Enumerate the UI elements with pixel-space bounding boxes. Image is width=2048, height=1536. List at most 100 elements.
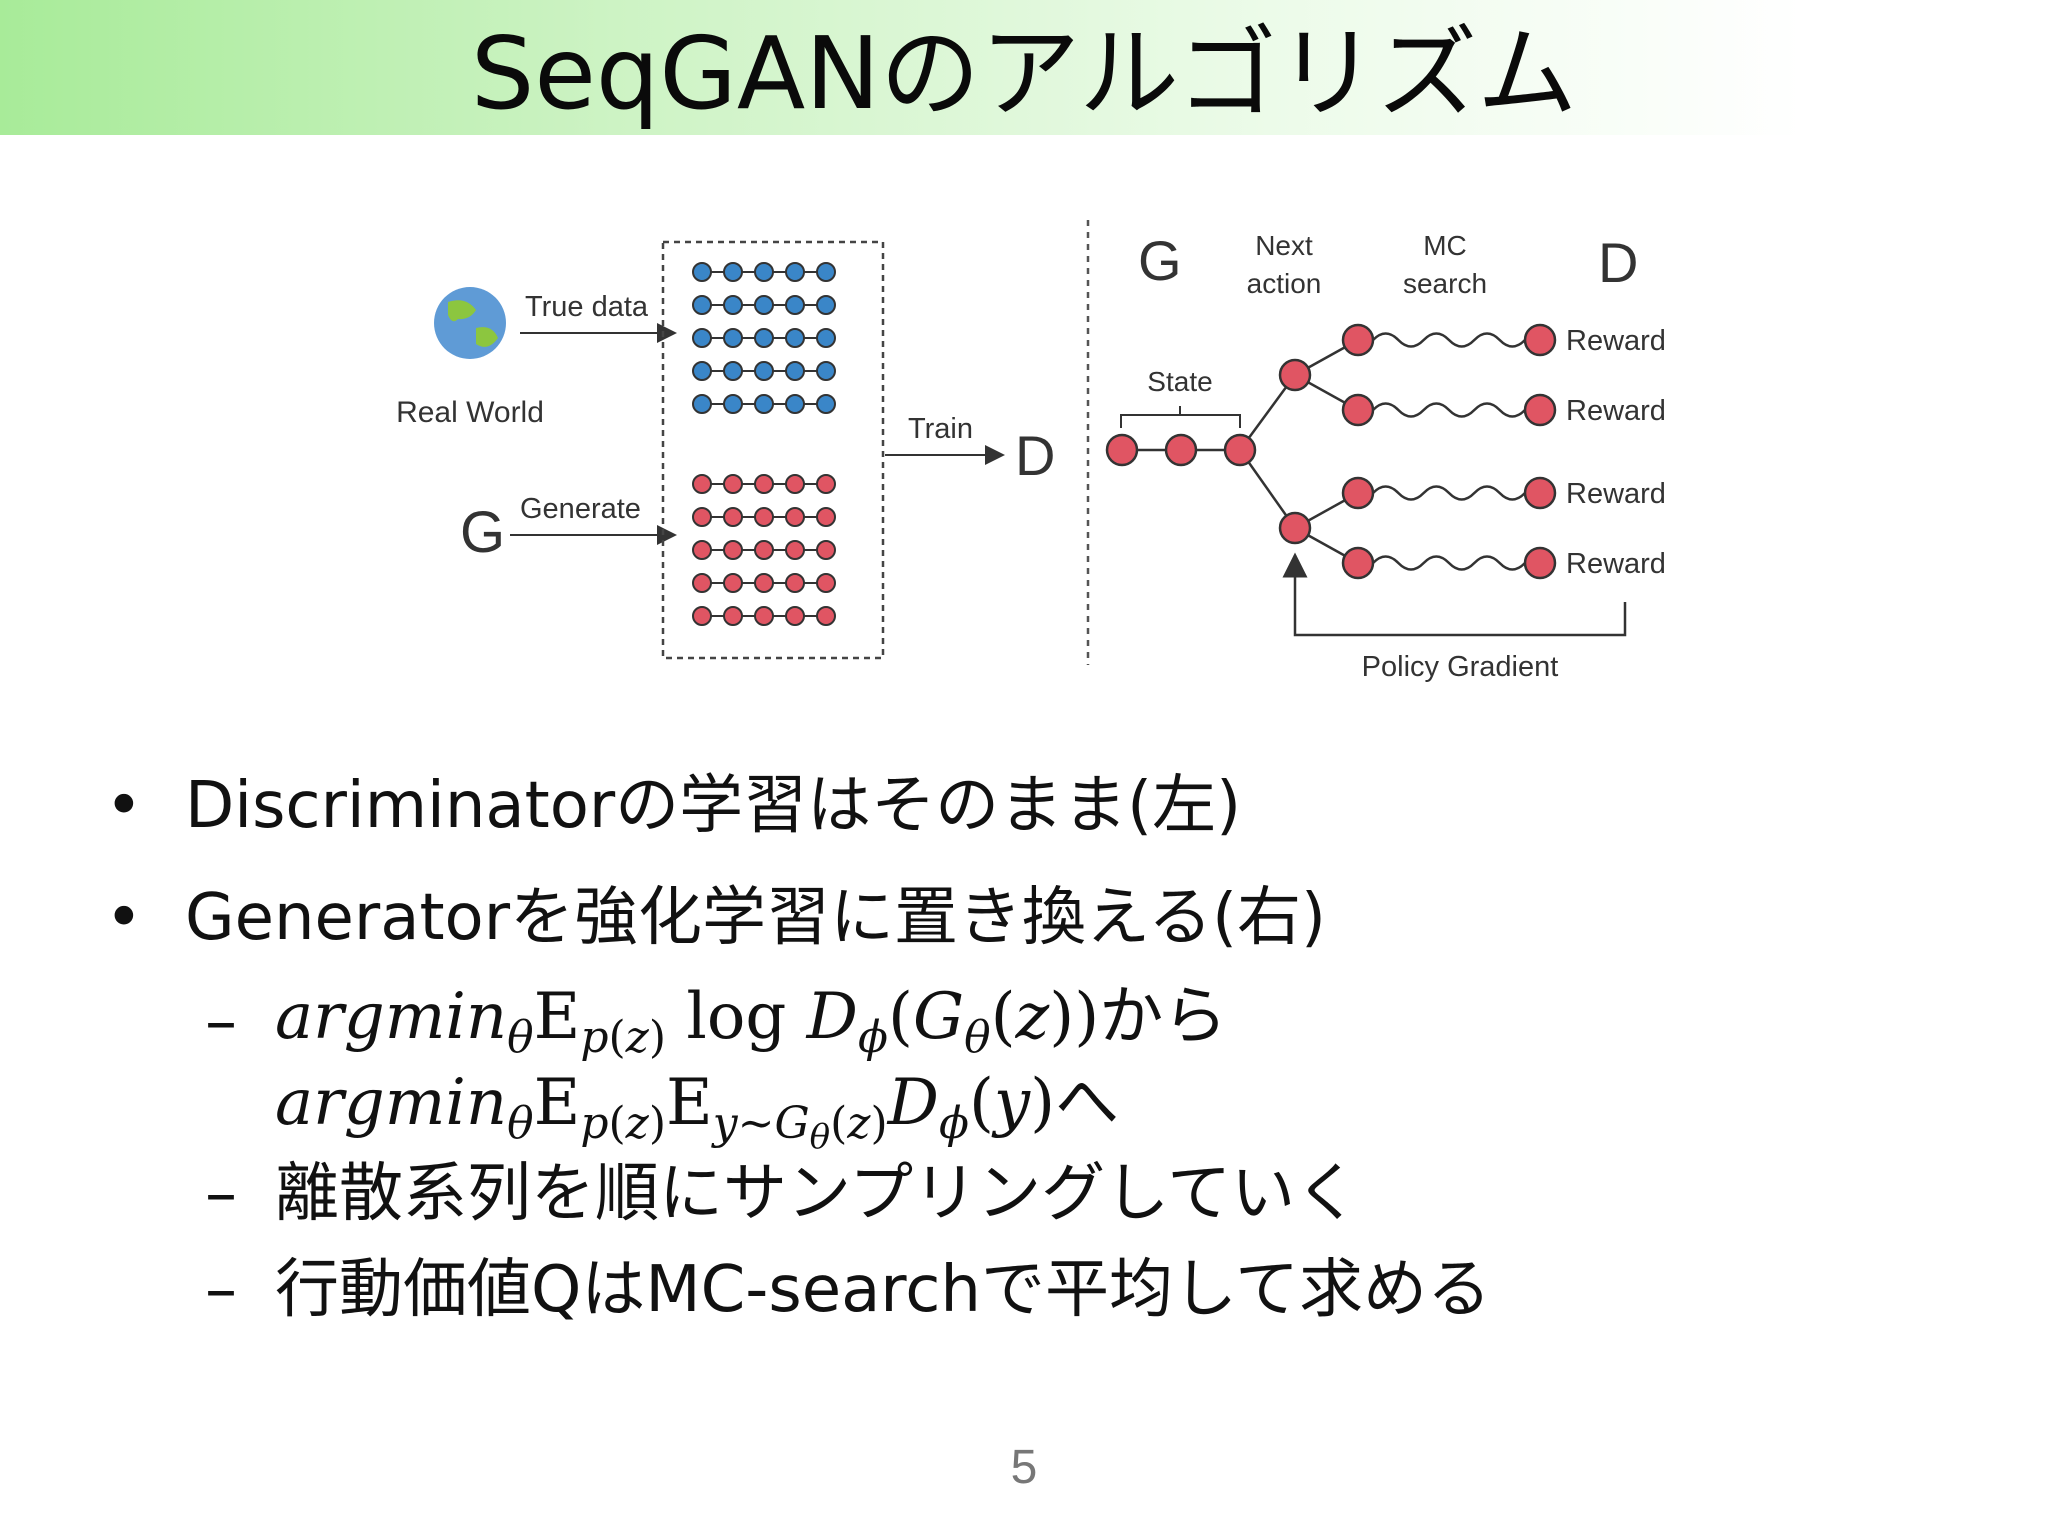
sequence-token-dot bbox=[723, 507, 743, 527]
sequence-token-dot bbox=[816, 328, 836, 348]
mc-search-rollouts bbox=[1372, 332, 1526, 571]
page-number: 5 bbox=[1010, 1441, 1038, 1494]
rollout-wave bbox=[1372, 485, 1526, 501]
sequence-token-dot bbox=[816, 540, 836, 560]
sequence-token-dot bbox=[754, 361, 774, 381]
discriminator-label-left: D bbox=[1015, 424, 1055, 487]
data-box bbox=[661, 240, 885, 660]
sequence-token-dot bbox=[692, 474, 712, 494]
sequence-token-dot bbox=[723, 262, 743, 282]
sequence-token-dot bbox=[754, 262, 774, 282]
sub-bullet-2-text: 離散系列を順にサンプリングしていく bbox=[275, 1157, 1360, 1231]
sequence-token-dot bbox=[816, 573, 836, 593]
seqgan-diagram: Real World True data G Generate Train D … bbox=[396, 220, 1666, 683]
reward-label-1: Reward bbox=[1566, 325, 1666, 357]
sequence-token-dot bbox=[816, 361, 836, 381]
sequence-token-dot bbox=[754, 295, 774, 315]
bullet-dot: • bbox=[105, 881, 143, 955]
title-band bbox=[0, 0, 2048, 135]
sequence-token-dot bbox=[816, 474, 836, 494]
sequence-token-dot bbox=[723, 474, 743, 494]
sequence-token-dot bbox=[785, 474, 805, 494]
train-label: Train bbox=[908, 413, 973, 445]
reward-label-4: Reward bbox=[1566, 548, 1666, 580]
rollout-wave bbox=[1372, 555, 1526, 571]
sequence-token-dot bbox=[692, 573, 712, 593]
sequence-token-dot bbox=[785, 328, 805, 348]
generator-label-left: G bbox=[460, 500, 505, 565]
sequence-token-dot bbox=[754, 573, 774, 593]
bullet-1: • Discriminatorの学習はそのまま(左) bbox=[105, 750, 1965, 862]
formula-from-text: から bbox=[1099, 980, 1228, 1054]
discriminator-label-right: D bbox=[1598, 231, 1638, 294]
sequence-token-dot bbox=[785, 394, 805, 414]
sub-bullet-dash: – bbox=[205, 1157, 237, 1231]
bullet-1-text: Discriminatorの学習はそのまま(左) bbox=[185, 769, 1242, 843]
bullet-dot: • bbox=[105, 769, 143, 843]
generated-data-grid bbox=[692, 474, 836, 626]
true-data-label: True data bbox=[525, 291, 649, 323]
state-bracket bbox=[1120, 406, 1241, 428]
sequence-token-dot bbox=[692, 361, 712, 381]
sequence-token-dot bbox=[816, 507, 836, 527]
objective-formula: argminθEp(z) log Dϕ(Gθ(z))から argminθEp(z… bbox=[275, 980, 1228, 1157]
sequence-token-dot bbox=[785, 507, 805, 527]
sequence-token-dot bbox=[692, 262, 712, 282]
sub-bullet-3: – 行動価値QはMC-searchで平均して求める bbox=[105, 1242, 1965, 1338]
sequence-token-dot bbox=[785, 606, 805, 626]
state-label: State bbox=[1147, 366, 1212, 397]
sequence-token-dot bbox=[754, 328, 774, 348]
policy-gradient-label: Policy Gradient bbox=[1362, 651, 1559, 683]
generator-label-right: G bbox=[1138, 229, 1182, 292]
real-world-label: Real World bbox=[396, 396, 544, 429]
sequence-token-dot bbox=[785, 361, 805, 381]
formula-to-text: へ bbox=[1055, 1066, 1120, 1140]
sub-bullet-3-text: 行動価値QはMC-searchで平均して求める bbox=[275, 1253, 1492, 1327]
sub-bullet-1: – argminθEp(z) log Dϕ(Gθ(z))から argminθEp… bbox=[105, 974, 1965, 1157]
true-data-grid bbox=[692, 262, 836, 414]
tree-nodes bbox=[1105, 323, 1557, 580]
sequence-token-dot bbox=[692, 507, 712, 527]
sequence-token-dot bbox=[692, 394, 712, 414]
mc-search-label-1: MC bbox=[1423, 230, 1467, 261]
rollout-wave bbox=[1372, 402, 1526, 418]
bullet-2: • Generatorを強化学習に置き換える(右) bbox=[105, 862, 1965, 974]
policy-gradient-arrow bbox=[1282, 552, 1627, 637]
sequence-token-dot bbox=[723, 394, 743, 414]
sequence-token-dot bbox=[692, 606, 712, 626]
globe-icon bbox=[434, 287, 506, 359]
sequence-token-dot bbox=[692, 295, 712, 315]
sequence-token-dot bbox=[723, 540, 743, 560]
sequence-token-dot bbox=[754, 474, 774, 494]
sequence-token-dot bbox=[785, 573, 805, 593]
sequence-token-dot bbox=[723, 606, 743, 626]
sub-bullet-2: – 離散系列を順にサンプリングしていく bbox=[105, 1146, 1965, 1242]
sequence-token-dot bbox=[816, 295, 836, 315]
bullet-2-text: Generatorを強化学習に置き換える(右) bbox=[185, 881, 1327, 955]
rollout-wave bbox=[1372, 332, 1526, 348]
slide-title: SeqGANのアルゴリズム bbox=[470, 15, 1578, 132]
reward-label-2: Reward bbox=[1566, 395, 1666, 427]
sequence-token-dot bbox=[785, 262, 805, 282]
mc-search-label-2: search bbox=[1403, 268, 1487, 299]
sequence-token-dot bbox=[754, 540, 774, 560]
generate-label: Generate bbox=[520, 493, 641, 525]
sequence-token-dot bbox=[754, 507, 774, 527]
sequence-token-dot bbox=[785, 540, 805, 560]
next-action-label-1: Next bbox=[1255, 230, 1313, 261]
sequence-token-dot bbox=[692, 540, 712, 560]
sequence-token-dot bbox=[754, 394, 774, 414]
reward-label-3: Reward bbox=[1566, 478, 1666, 510]
next-action-label-2: action bbox=[1247, 268, 1322, 299]
sequence-token-dot bbox=[816, 262, 836, 282]
sequence-token-dot bbox=[785, 295, 805, 315]
sequence-token-dot bbox=[692, 328, 712, 348]
sequence-token-dot bbox=[723, 295, 743, 315]
sequence-token-dot bbox=[723, 361, 743, 381]
sequence-token-dot bbox=[816, 606, 836, 626]
bullet-list: • Discriminatorの学習はそのまま(左) • Generatorを強… bbox=[105, 750, 1965, 1338]
sub-bullet-dash: – bbox=[205, 1253, 237, 1327]
sequence-token-dot bbox=[723, 573, 743, 593]
sequence-token-dot bbox=[723, 328, 743, 348]
sequence-token-dot bbox=[816, 394, 836, 414]
